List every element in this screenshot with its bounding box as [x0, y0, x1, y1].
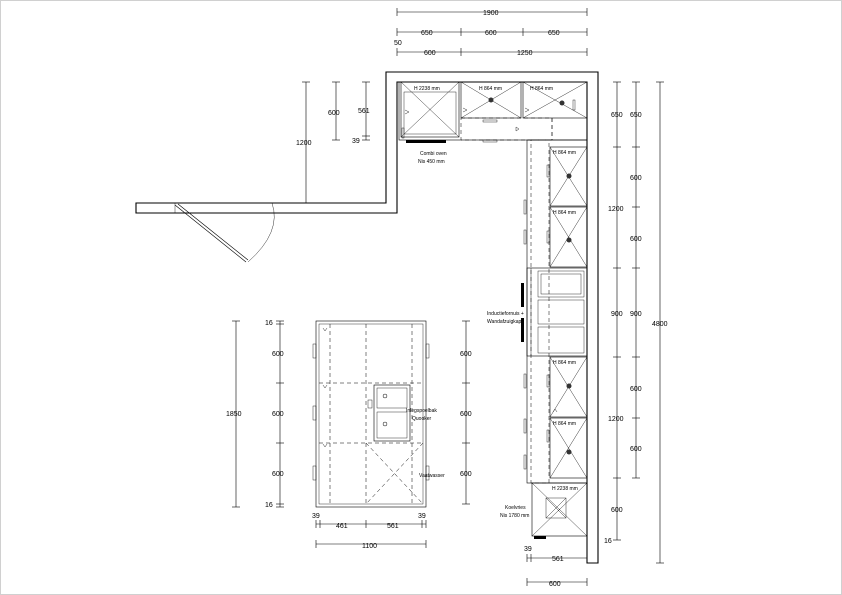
dim-right-outer: 900 [630, 311, 642, 318]
fridge-dimensions [526, 554, 588, 586]
cabinet-height-label: H 864 mm [553, 150, 576, 156]
dim-total-depth: 4800 [652, 321, 668, 328]
hob-zone-icon [540, 273, 582, 295]
dim-right-outer: 600 [630, 236, 642, 243]
dim-offset: 39 [352, 138, 360, 145]
dim-segment: 600 [424, 50, 436, 57]
sink-label: Inlegspoelbak [406, 408, 437, 414]
right-dimensions [613, 81, 664, 564]
dim-segment: 650 [421, 30, 433, 37]
cabinet-height-label: H 864 mm [553, 360, 576, 366]
dim-right-segment: 1200 [608, 416, 624, 423]
island-dimensions [232, 320, 470, 548]
dim-island-bottom: 461 [336, 523, 348, 530]
oven-marker [406, 140, 446, 143]
dim-island-part: 600 [272, 471, 284, 478]
dim-island-width: 1100 [362, 543, 377, 550]
dim-right-segment: 650 [611, 112, 623, 119]
dim-right-outer: 600 [630, 386, 642, 393]
fridge-height-label: H 2238 mm [552, 486, 578, 492]
fridge-label: Koelvries [505, 505, 526, 511]
dim-fridge-depth: 39 [524, 546, 532, 553]
top-dimensions [396, 8, 588, 56]
cabinet-height-label: H 2238 mm [414, 86, 440, 92]
dim-island-length: 1850 [226, 411, 242, 418]
right-cabinet-run [521, 139, 588, 539]
dim-island-bottom: 39 [312, 513, 320, 520]
dim-island-part: 600 [272, 411, 284, 418]
dim-island-right: 600 [460, 471, 472, 478]
dim-right-end: 16 [604, 538, 612, 545]
dim-island-part: 16 [265, 502, 273, 509]
cabinet-handle-icon [482, 119, 498, 123]
dim-right-outer: 650 [630, 112, 642, 119]
dim-fridge-total: 600 [549, 581, 561, 588]
cabinet-height-label: H 864 mm [553, 421, 576, 427]
dim-island-right: 600 [460, 411, 472, 418]
dim-upper: 561 [358, 108, 370, 115]
dim-island-part: 16 [265, 320, 273, 327]
sink-bowl-icon [373, 384, 411, 442]
dishwasher-label: Vaatwasser [419, 473, 445, 479]
tap-icon [367, 399, 373, 409]
hob-label: Inductiefornuis + [487, 311, 524, 317]
hood-label: Wandafzuigkap [487, 319, 521, 325]
dim-segment: 600 [485, 30, 497, 37]
kitchen-island [312, 320, 430, 508]
dim-upper: 600 [328, 110, 340, 117]
fridge-niche-label: Nis 1780 mm [500, 513, 529, 519]
dim-right-segment: 600 [611, 507, 623, 514]
dim-right-segment: 900 [611, 311, 623, 318]
dim-island-bottom: 39 [418, 513, 426, 520]
quooker-label: Quooker [412, 416, 432, 422]
dim-right-outer: 600 [630, 175, 642, 182]
dim-island-part: 600 [272, 351, 284, 358]
cabinet-height-label: H 864 mm [479, 86, 502, 92]
dim-segment: 1250 [517, 50, 533, 57]
dim-segment: 50 [394, 40, 402, 47]
dim-island-bottom: 561 [387, 523, 399, 530]
dim-right-segment: 1200 [608, 206, 624, 213]
dim-island-right: 600 [460, 351, 472, 358]
combi-oven-niche-label: Nis 450 mm [418, 159, 445, 165]
top-cabinet-run [398, 81, 588, 143]
hinge-dot-icon [488, 97, 494, 103]
combi-oven-label: Combi oven [420, 151, 447, 157]
cabinet-height-label: H 864 mm [553, 210, 576, 216]
dim-total-width: 1900 [483, 10, 499, 17]
door-swing-icon [174, 202, 275, 263]
cabinet-height-label: H 864 mm [530, 86, 553, 92]
dim-fridge-width: 561 [552, 556, 564, 563]
wall-dimensions [302, 81, 370, 204]
walls [135, 71, 599, 564]
dim-wall-height: 1200 [296, 140, 312, 147]
dim-segment: 650 [548, 30, 560, 37]
dim-right-outer: 600 [630, 446, 642, 453]
